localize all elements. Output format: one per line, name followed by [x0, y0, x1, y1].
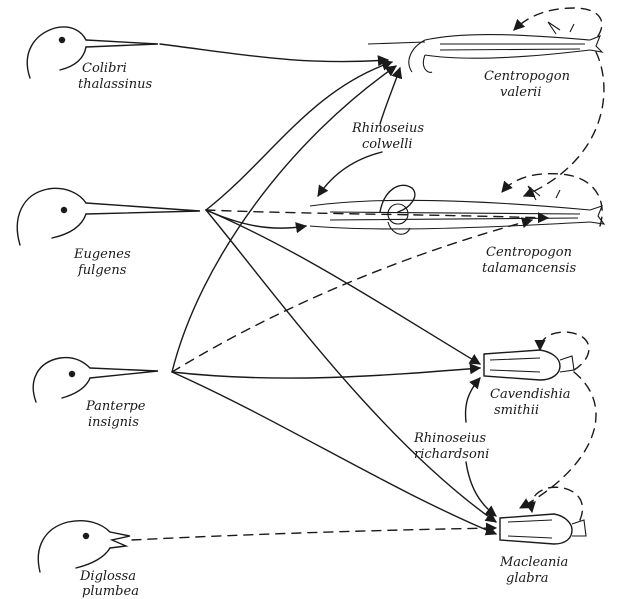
bird-eugenes-illustration: [17, 188, 200, 245]
bird-diglossa-illustration: [38, 521, 130, 572]
arrow-panterpe-to-valerii: [172, 66, 396, 372]
dashed-diglossa-to-macleania: [132, 528, 496, 540]
label-eugenes-line2: fulgens: [77, 263, 127, 278]
plant-labels: Centropogon valerii Centropogon talamanc…: [482, 69, 577, 586]
label-panterpe-line1: Panterpe: [85, 399, 146, 414]
label-talamancensis-line2: talamancensis: [482, 261, 577, 276]
label-valerii-line2: valerii: [500, 85, 541, 100]
label-diglossa-line2: plumbea: [82, 584, 139, 599]
flower-centropogon-valerii-illustration: [368, 22, 602, 72]
arrow-richardsoni-to-macleania: [466, 462, 496, 516]
label-colwelli-line1: Rhinoseius: [351, 121, 424, 136]
flower-macleania-glabra-illustration: [500, 514, 586, 544]
arrow-panterpe-to-cavendishia: [172, 368, 480, 378]
dashed-panterpe-to-talamancensis: [172, 220, 532, 372]
label-richardsoni-line1: Rhinoseius: [413, 431, 486, 446]
label-macleania-line1: Macleania: [499, 555, 568, 570]
dashed-cavendishia-loop: [540, 332, 589, 370]
label-valerii-line1: Centropogon: [484, 69, 570, 84]
arrow-eugenes-to-valerii: [206, 62, 392, 210]
dashed-eugenes-to-talamancensis: [206, 210, 548, 218]
label-richardsoni-line2: richardsoni: [414, 447, 489, 462]
arrow-colwelli-to-valerii: [380, 68, 400, 124]
arrow-eugenes-to-macleania: [206, 210, 496, 522]
arrow-colwelli-to-talamancensis: [318, 152, 382, 196]
label-macleania-line2: glabra: [506, 571, 549, 586]
bird-labels: Colibri thalassinus Eugenes fulgens Pant…: [73, 61, 153, 599]
label-panterpe-line2: insignis: [88, 415, 139, 430]
arrow-colibri-to-valerii: [160, 44, 388, 62]
label-colwelli-line2: colwelli: [362, 137, 413, 152]
arrow-richardsoni-to-cavendishia: [466, 378, 480, 422]
label-colibri-line2: thalassinus: [78, 77, 153, 92]
flower-cavendishia-smithii-illustration: [484, 350, 574, 380]
label-cavendishia-line1: Cavendishia: [490, 387, 571, 402]
bird-panterpe-illustration: [33, 358, 158, 402]
dashed-valerii-loop: [514, 8, 602, 36]
label-colibri-line1: Colibri: [82, 61, 127, 76]
label-talamancensis-line1: Centropogon: [486, 245, 572, 260]
label-diglossa-line1: Diglossa: [79, 569, 136, 584]
label-cavendishia-line2: smithii: [494, 403, 539, 418]
flower-centropogon-talamancensis-illustration: [310, 185, 604, 234]
label-eugenes-line1: Eugenes: [73, 247, 131, 262]
arrow-eugenes-to-cavendishia: [206, 210, 480, 364]
